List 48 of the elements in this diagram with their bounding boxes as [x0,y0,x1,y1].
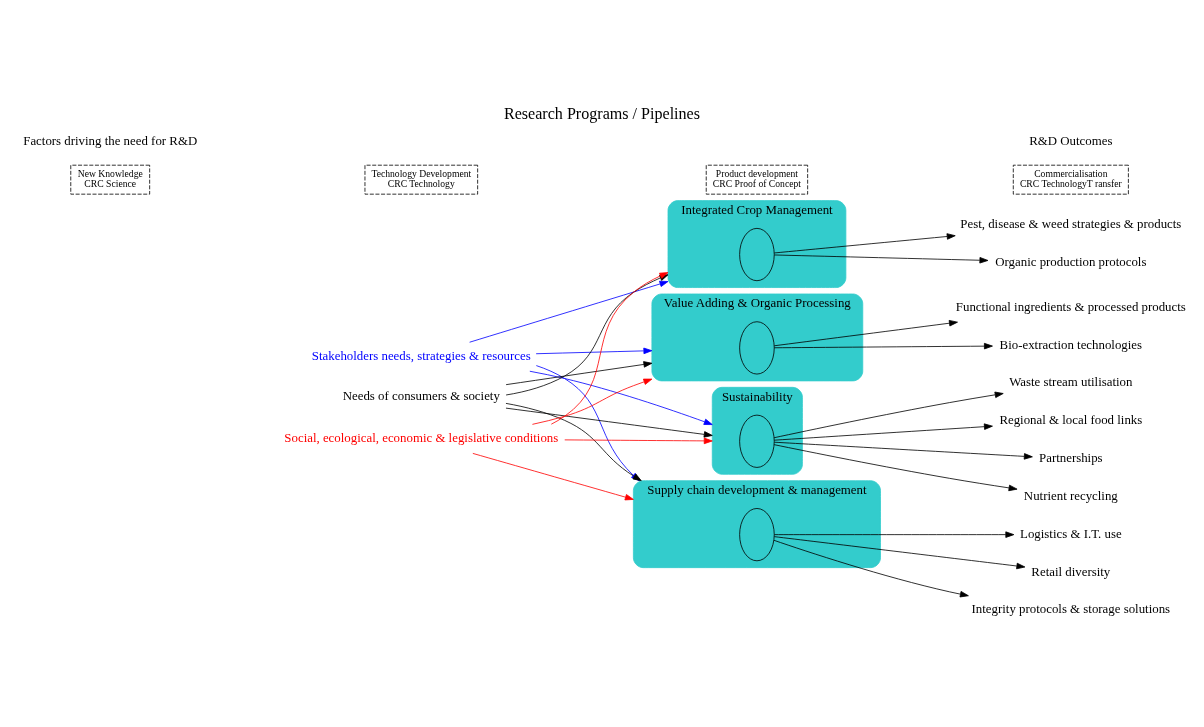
arrow [773,319,958,346]
node-text: Regional & local food links [999,412,1143,427]
node-text: Needs of consumers & society [342,388,500,403]
arrow [773,443,1018,491]
node-text: Social, ecological, economic & legislative conditions [284,430,559,445]
node-box: Product development CRC Proof of Concept [705,164,809,195]
node-ellipse [739,227,775,281]
arrow [773,254,989,263]
arrow [529,370,713,425]
node-text: Pest, disease & weed strategies & products [960,216,1182,231]
cluster: Sustainability [711,386,803,475]
arrow [773,530,1015,538]
label: R&D Outcomes [1029,133,1113,148]
node-text: Integrity protocols & storage solutions [971,601,1171,616]
cluster: Value Adding & Organic Processing [651,293,864,381]
arrow [773,422,993,441]
node-text: Stakeholders needs, strategies & resources [311,348,531,363]
arrow [535,347,653,354]
node-text: Logistics & I.T. use [1020,526,1122,541]
node-text: Bio-extraction technologies [999,337,1143,352]
cluster: Supply chain development & management [633,479,881,568]
node-text: Nutrient recycling [1023,488,1118,503]
node-box: New Knowledge CRC Science [70,164,151,195]
node-text: Retail diversity [1031,564,1111,579]
arrow [773,441,1033,460]
arrow [564,437,713,444]
node-box: Commercialisation CRC TechnologyT ransfer [1012,164,1129,195]
node-box: Technology Development CRC Technology [364,164,479,195]
node-text: Functional ingredients & processed products [955,299,1186,314]
label: Factors driving the need for R&D [23,133,198,148]
arrow [505,407,713,438]
node-text: Waste stream utilisation [1009,374,1133,389]
node-ellipse [739,507,775,561]
node-ellipse [739,414,775,468]
arrow [532,378,653,425]
arrow [773,535,1026,569]
diagram-title: Research Programs / Pipelines [503,104,701,122]
arrow [472,452,634,500]
arrow [773,342,993,349]
node-text: Partnerships [1039,450,1103,465]
arrow [773,391,1004,438]
arrow [773,539,969,597]
cluster: Integrated Crop Management [667,199,847,288]
arrow [773,232,956,253]
node-ellipse [739,320,775,374]
node-text: Organic production protocols [995,254,1147,269]
arrow [469,280,669,343]
arrow [505,360,653,385]
